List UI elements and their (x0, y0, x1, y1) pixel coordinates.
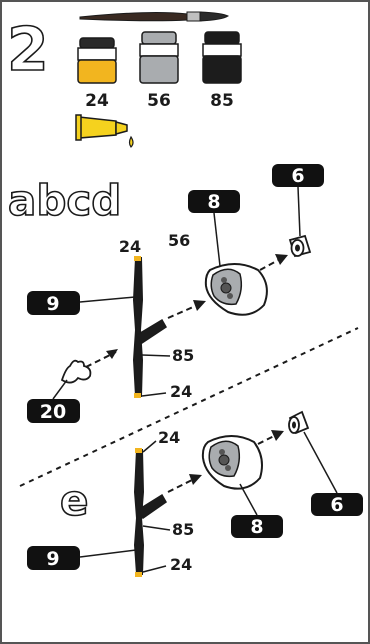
glue-tube-icon (75, 114, 134, 148)
section-divider (19, 327, 359, 487)
paint-jar-black (202, 31, 242, 84)
paint-mark-middle-upper: 85 (172, 346, 194, 365)
variant-label-abcd: abcd (8, 176, 121, 225)
leader-line (52, 379, 68, 400)
leader-line (213, 212, 221, 267)
main-frame-part-upper (132, 256, 167, 398)
leader-line (142, 525, 171, 531)
leader-line (239, 483, 258, 516)
leader-line (79, 296, 136, 303)
leader-line (79, 549, 137, 558)
part-badge-9-upper-label: 9 (46, 293, 59, 315)
paint-mark-middle-lower: 85 (172, 520, 194, 539)
part-badge-6-upper-label: 6 (291, 165, 304, 187)
part-badge-9-lower (27, 546, 80, 570)
part-badge-8-lower (231, 515, 283, 538)
brush-icon (79, 11, 229, 22)
assembly-arrow-line (85, 351, 117, 368)
part-badge-6-lower (311, 493, 363, 516)
variant-label-e: e (60, 476, 89, 525)
arrowhead (189, 474, 202, 485)
paint-mark-top-lower: 24 (158, 428, 180, 447)
leader-line (141, 354, 171, 357)
part-badge-20-label: 20 (40, 401, 66, 423)
part-badge-20 (27, 399, 80, 423)
paint-mark-body-upper: 56 (168, 231, 190, 250)
paint-code-yellow: 24 (85, 91, 109, 111)
part-badge-8-upper (188, 190, 240, 213)
arrowhead (275, 254, 288, 265)
paint-jar-grey (139, 31, 179, 84)
body-part-upper (204, 263, 268, 316)
leader-line (303, 431, 338, 494)
arrowhead (271, 430, 284, 441)
assembly-arrow-line (167, 477, 197, 493)
part-badge-8-upper-label: 8 (207, 191, 220, 213)
paint-code-grey: 56 (147, 91, 171, 111)
leader-line (142, 440, 157, 453)
assembly-arrow-line (257, 433, 279, 445)
main-frame-part-lower (133, 448, 167, 577)
part-badge-9-upper (27, 291, 80, 315)
small-cylinder-part-upper (288, 234, 312, 258)
small-cylinder-part-lower (288, 410, 310, 435)
paint-mark-bottom-lower: 24 (170, 555, 192, 574)
body-part-lower (201, 435, 263, 490)
paint-mark-bottom-upper: 24 (170, 382, 192, 401)
arrowhead (193, 300, 206, 311)
paint-mark-top-upper: 24 (119, 237, 141, 256)
small-bracket-part (60, 359, 92, 384)
leader-line (297, 186, 301, 237)
leader-line (142, 565, 167, 573)
part-badge-9-lower-label: 9 (46, 548, 59, 570)
paint-jar-yellow (77, 37, 117, 84)
assembly-arrow-line (167, 303, 201, 319)
step-number: 2 (7, 15, 49, 85)
part-badge-8-lower-label: 8 (250, 516, 263, 538)
arrowhead (106, 349, 118, 359)
paint-code-black: 85 (210, 91, 234, 111)
leader-line (141, 392, 167, 397)
part-badge-6-upper (272, 164, 324, 187)
part-badge-6-lower-label: 6 (330, 494, 343, 516)
